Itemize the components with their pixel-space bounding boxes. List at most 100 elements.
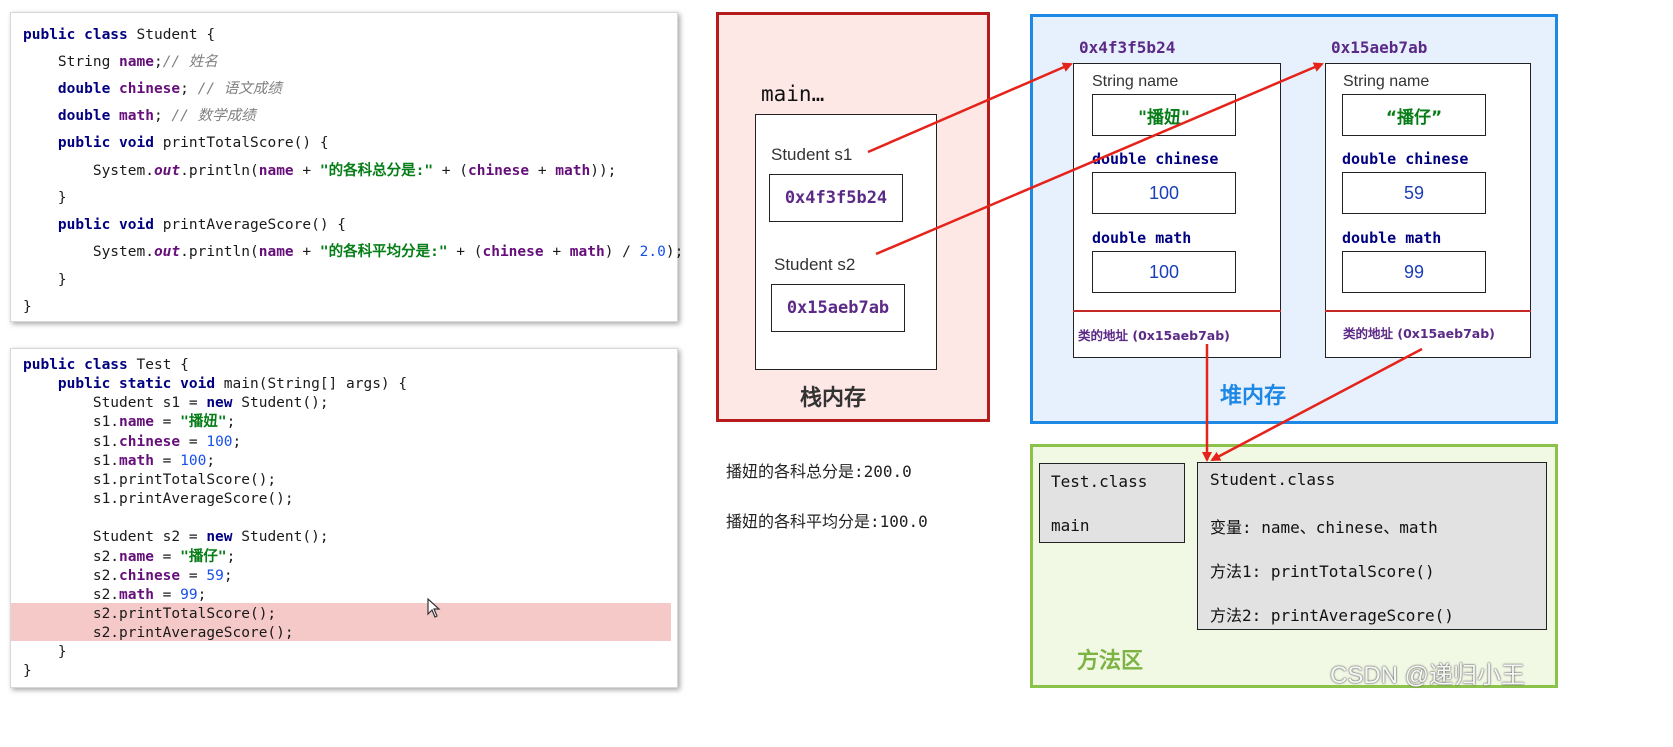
obj1-chinese-label: double chinese (1092, 150, 1219, 168)
code-line: double chinese; // 语文成绩 (23, 79, 282, 99)
obj2-math-label: double math (1342, 229, 1442, 247)
code-token: printAverageScore() { (162, 217, 347, 233)
code-token: } (23, 663, 32, 680)
student-class-code-panel: public class Student { String name;// 姓名… (10, 12, 683, 322)
code-token: // 语文成绩 (197, 81, 282, 97)
code-token: ; (180, 81, 198, 97)
code-token: } (23, 299, 32, 315)
code-token: + ( (447, 244, 483, 260)
code-token: "的各科总分是:" (319, 163, 434, 179)
code-token: s2.printTotalScore(); (23, 605, 277, 622)
code-line: s1.name = "播妞"; (23, 412, 236, 432)
code-token: = (153, 452, 181, 469)
test-class-box (1039, 463, 1185, 543)
obj2-divider (1325, 310, 1531, 312)
code-token: ; (153, 54, 163, 70)
code-token: Test { (136, 357, 189, 373)
test-class-name: Test.class (1051, 472, 1148, 491)
code-token: name (119, 414, 154, 431)
output-line-total: 播妞的各科总分是:200.0 (726, 462, 912, 481)
output-line-average: 播妞的各科平均分是:100.0 (726, 512, 928, 531)
code-token: ; (226, 414, 236, 431)
code-token: .println( (180, 163, 259, 179)
code-token: "播仔" (180, 548, 227, 565)
code-line: } (23, 297, 32, 317)
code-token: + (543, 244, 570, 260)
test-class-main: main (1051, 516, 1090, 535)
code-token: name (258, 244, 294, 260)
obj1-math-label: double math (1092, 229, 1192, 247)
code-token: math (119, 452, 154, 469)
code-token: public static void (23, 376, 224, 393)
code-token: math (119, 108, 154, 124)
code-token: main(String[] args) { (223, 376, 408, 393)
code-token: new (206, 395, 242, 412)
code-token: s2. (23, 586, 120, 603)
code-token: s1. (23, 433, 120, 450)
obj2-name-value: “播仔” (1342, 94, 1486, 136)
obj1-math-value: 100 (1092, 251, 1236, 293)
code-token: math (119, 586, 154, 603)
code-token: = (153, 586, 181, 603)
code-token: Student s2 = (23, 529, 207, 546)
code-token: public void (23, 217, 163, 233)
code-token: public class (23, 27, 137, 43)
var-s2-value: 0x15aeb7ab (771, 284, 905, 332)
obj2-chinese-label: double chinese (1342, 150, 1469, 168)
code-line: s1.printTotalScore(); (23, 470, 276, 490)
obj1-class-ref: 类的地址 (0x15aeb7ab) (1078, 328, 1230, 343)
code-token: Student s1 = (23, 395, 207, 412)
code-token: String (23, 54, 120, 70)
code-token: 100 (206, 433, 233, 450)
code-line: public static void main(String[] args) { (23, 374, 407, 394)
code-token: = (153, 414, 181, 431)
obj2-math-value: 99 (1342, 251, 1486, 293)
code-token: // 姓名 (162, 54, 218, 70)
object2-address: 0x15aeb7ab (1331, 38, 1428, 57)
code-line: s2.name = "播仔"; (23, 547, 236, 567)
code-token: math (555, 163, 591, 179)
code-token: = (180, 433, 207, 450)
code-token: ; (223, 567, 233, 584)
code-token: System. (23, 244, 154, 260)
code-token: ; (226, 548, 236, 565)
obj1-chinese-value: 100 (1092, 172, 1236, 214)
code-token: math (569, 244, 605, 260)
student-class-variables: 变量: name、chinese、math (1210, 518, 1438, 537)
var-s2-label: Student s2 (774, 255, 856, 274)
code-token: } (23, 190, 67, 206)
code-token: chinese (119, 567, 181, 584)
code-token: } (23, 644, 67, 661)
stack-frame-label: main… (761, 82, 825, 106)
code-token: new (206, 529, 242, 546)
mouse-cursor-icon (427, 598, 441, 618)
code-line: public class Test { (23, 355, 189, 375)
code-token: = (180, 567, 207, 584)
code-token: + ( (433, 163, 468, 179)
var-s1-label: Student s1 (771, 145, 853, 164)
code-token: name (119, 54, 154, 70)
code-token: s1.printAverageScore(); (23, 491, 294, 508)
code-line: } (23, 188, 67, 208)
code-line: System.out.println(name + "的各科总分是:" + (c… (23, 161, 617, 181)
code-line: s1.chinese = 100; (23, 432, 241, 452)
code-token: public void (23, 135, 163, 151)
code-token: // 数学成绩 (171, 108, 256, 124)
code-token: ; (197, 586, 207, 603)
code-token: s2. (23, 548, 120, 565)
obj1-name-label: String name (1092, 73, 1179, 90)
code-token: + (293, 244, 320, 260)
code-line: s2.printTotalScore(); (23, 604, 276, 624)
code-token: out (153, 244, 181, 260)
obj1-name-value: "播妞" (1092, 94, 1236, 136)
object1-address: 0x4f3f5b24 (1079, 38, 1176, 57)
code-token: s1. (23, 414, 120, 431)
code-token: Student(); (241, 395, 329, 412)
code-line: } (23, 642, 67, 662)
code-line: String name;// 姓名 (23, 52, 218, 72)
code-token: name (258, 163, 294, 179)
code-token: ; (153, 108, 172, 124)
code-line: public void printTotalScore() { (23, 133, 329, 153)
var-s1-value: 0x4f3f5b24 (769, 174, 903, 222)
code-token: 2.0 (639, 244, 666, 260)
